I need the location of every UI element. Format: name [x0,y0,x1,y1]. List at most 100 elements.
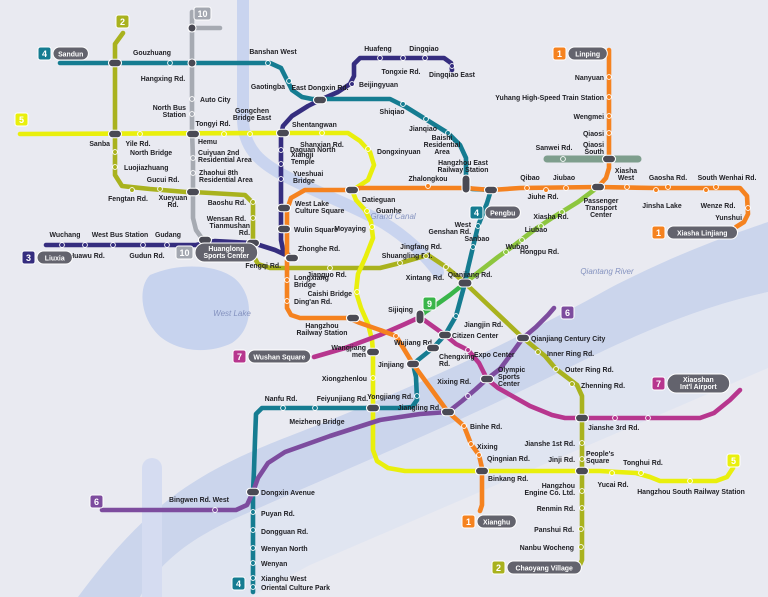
station-jiangling-rd-marker [440,407,456,417]
station-dingqiao-marker [422,55,428,61]
station-hangzhou-railway-station-marker [345,313,361,323]
station-hemu-label: Hemu [198,139,217,146]
station-hongpu-rd-label: Hongpu Rd. [520,249,559,256]
station-xixing-rd-label: Xixing Rd. [437,379,471,386]
terminus-pill-chaoyang-village-box [506,560,582,575]
station-xintang-rd-marker [443,264,449,270]
station-wuchang-label: Wuchang [50,232,81,239]
station-tongxie-rd-label: Tongxie Rd. [382,69,421,76]
station-north-bus-station-marker [189,111,195,117]
station-jinsha-lake-marker [653,187,659,193]
station-gudang-label: Gudang [155,232,181,239]
station-wenze-rd-marker [703,187,709,193]
station-yuhang-high-speed-train-station-label: Yuhang High-Speed Train Station [495,95,604,102]
station-shuangling-rd-marker [397,260,403,266]
station-jinjiang-marker [405,359,421,369]
line-7-badge-box [232,349,247,364]
station-dingqiao-label: Dingqiao [409,46,438,53]
station-gucui-rd-label: Gucui Rd. [147,177,180,184]
station-passenger-transport-center-marker [590,182,606,192]
line-6-badge-box [560,305,575,320]
line-badge-4: 4 [469,205,484,220]
station-gaotingba-marker [286,78,292,84]
station-jianqiao-marker [423,116,429,122]
station-daguan-north-label: Daguan North [290,147,336,154]
station-oriental-culture-park-marker [250,584,256,590]
station-shiqiao-marker [400,101,406,107]
station-luojiazhuang-label: Luojiazhuang [124,165,168,172]
line-7-path [311,315,743,421]
station-sanba-marker [107,129,123,139]
station-west-genshan-rd-marker [475,223,481,229]
station-west-bus-station-marker [110,242,116,248]
station-sanba-label: Sanba [89,141,110,148]
station-hongpu-rd-marker [503,249,509,255]
station-huafeng-label: Huafeng [364,46,392,53]
station-bingwen-rd-west-label: Bingwen Rd. West [169,497,230,504]
station-dongxinyuan-label: Dongxinyuan [377,149,421,156]
station-wangjiang-men-marker [365,347,381,357]
station-qibao-marker [524,185,530,191]
line-badge-6: 6 [560,305,575,320]
station-wenyan-label: Wenyan [261,561,287,568]
line-4-badge-number: 4 [474,208,479,218]
line-badge-5: 5 [726,453,741,468]
station-binhe-rd-marker [461,423,467,429]
station-wenze-rd-label: Wenze Rd. [701,203,736,210]
station-zhenning-rd-marker [569,381,575,387]
station-dongxinyuan-marker [365,146,371,152]
station-caishi-bridge-marker [354,289,360,295]
station-panshui-rd-label: Panshui Rd. [534,527,574,534]
station-hangzhou-south-railway-station-label: Hangzhou South Railway Station [637,489,745,496]
terminus-pill-linping-label: Linping [575,52,600,59]
line-2-badge-number: 2 [496,563,501,573]
station-gouzhuang-marker [107,58,123,68]
station-nanfu-rd-label: Nanfu Rd. [265,396,298,403]
station-expo-center-label: Expo Center [474,352,515,359]
station-jiubao-label: Jiubao [553,175,575,182]
station-liubao-marker [538,223,544,229]
line-5-badge-number: 5 [19,115,24,125]
station-jianqiao-label: Jianqiao [409,126,437,133]
terminus-pill-linping: 1 Linping [552,46,608,61]
line-9n-stations: Sanwei Rd. [536,145,572,162]
line-badge-1: 1 [552,46,567,61]
station-qianjiang-century-city-marker [515,333,531,343]
line-2-badge-box [115,14,130,29]
station-qingnian-rd-marker [476,452,482,458]
station-south-wenhai-rd-marker [713,184,719,190]
station-wenyan-marker [250,560,256,566]
station-jianguo-rd-label: Jianguo Rd. [307,272,347,279]
station-wengmei-label: Wengmei [573,114,604,121]
line-badge-7: 7 [651,376,666,391]
station-xiongzhenlou-label: Xiongzhenlou [322,376,367,383]
station-outer-ring-rd-marker [553,366,559,372]
station-banshan-west-label: Banshan West [249,49,297,56]
station-feiyunjiang-rd-label: Feiyunjiang Rd. [317,396,368,403]
station-qianjiang-rd-label: Qianjiang Rd. [448,272,492,279]
station-xintang-rd-label: Xintang Rd. [406,275,444,282]
station-wengmei-marker [606,113,612,119]
station-longxiang-bridge-marker [284,277,290,283]
station-qiaosi-south-marker [601,154,617,164]
station-wulin-square-marker [276,224,292,234]
station-beijingyuan-marker [349,81,355,87]
line-3-path [43,55,455,261]
water-qiantang-river [78,222,768,597]
station-fengtan-rd-marker [129,187,135,193]
line-3 [43,55,455,261]
line-5-badge-box [14,112,29,127]
